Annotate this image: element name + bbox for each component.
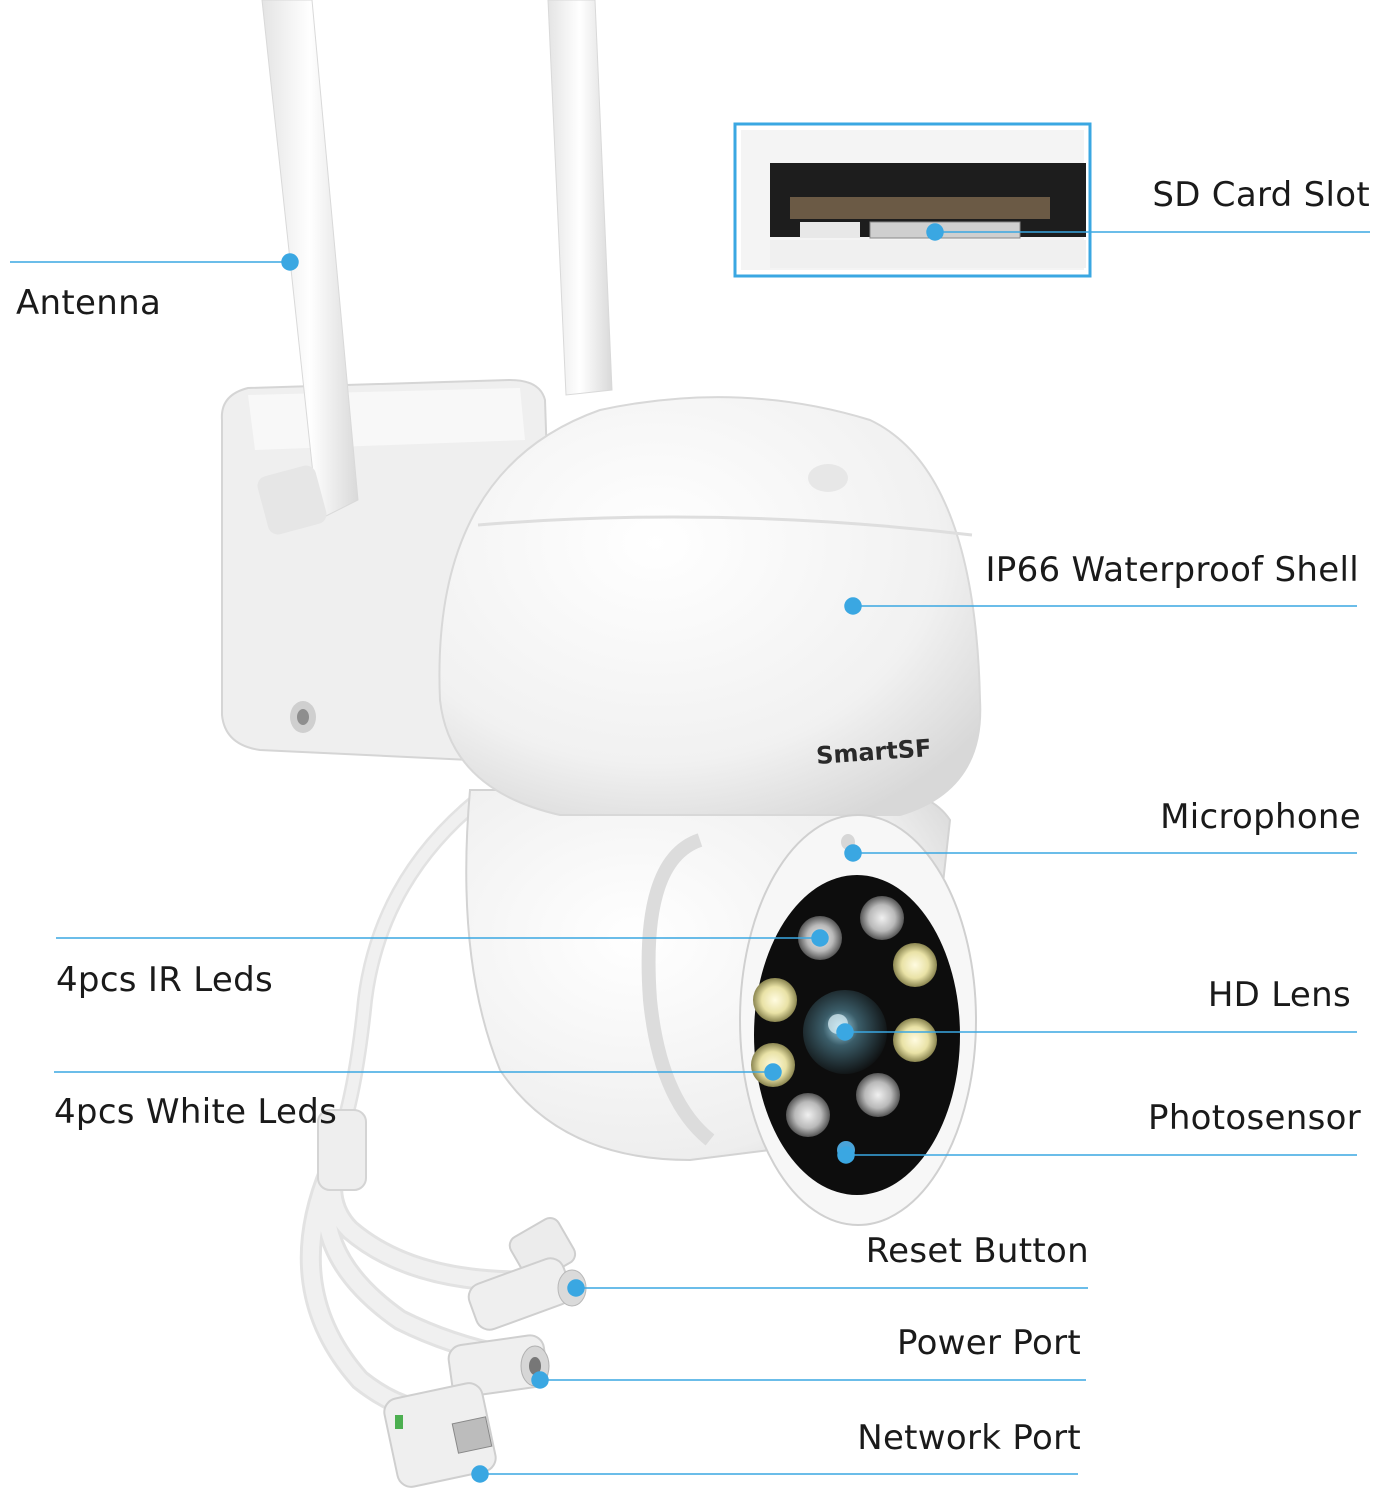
callout-dot-hd-lens (836, 1023, 854, 1041)
ir-led (786, 1093, 830, 1137)
ir-led (856, 1073, 900, 1117)
antenna-left (257, 0, 359, 535)
callout-dot-microphone (844, 844, 862, 862)
label-microphone: Microphone (1160, 797, 1361, 837)
callout-dot-network-port (471, 1465, 489, 1483)
ir-led (860, 896, 904, 940)
antenna-right (547, 0, 613, 396)
callout-dot-antenna (281, 253, 299, 271)
sd-card-inset (733, 122, 1092, 278)
cable-splitter (317, 1109, 367, 1191)
callout-dot-waterproof-shell (844, 597, 862, 615)
callout-dot-photosensor (837, 1146, 855, 1164)
callout-lines (10, 223, 1370, 1483)
callout-dot-white-leds (764, 1063, 782, 1081)
label-antenna: Antenna (16, 283, 162, 323)
callout-dot-sd-card-slot (926, 223, 944, 241)
white-led (753, 978, 797, 1022)
callout-dot-reset-button (567, 1279, 585, 1297)
network-port-connector (383, 1382, 497, 1488)
lens-module (739, 814, 977, 1226)
label-sd-card-slot: SD Card Slot (1152, 175, 1370, 215)
label-white-leds: 4pcs White Leds (54, 1092, 338, 1132)
white-led (893, 1018, 937, 1062)
label-hd-lens: HD Lens (1207, 975, 1351, 1015)
camera-dome (438, 396, 982, 816)
label-waterproof-shell: IP66 Waterproof Shell (985, 550, 1359, 590)
label-photosensor: Photosensor (1148, 1098, 1361, 1138)
white-led (893, 943, 937, 987)
callout-dot-power-port (531, 1371, 549, 1389)
label-reset-button: Reset Button (865, 1231, 1089, 1271)
label-ir-leds: 4pcs IR Leds (56, 960, 274, 1000)
label-network-port: Network Port (857, 1418, 1081, 1458)
label-power-port: Power Port (896, 1323, 1081, 1363)
callout-dot-ir-leds (811, 929, 829, 947)
